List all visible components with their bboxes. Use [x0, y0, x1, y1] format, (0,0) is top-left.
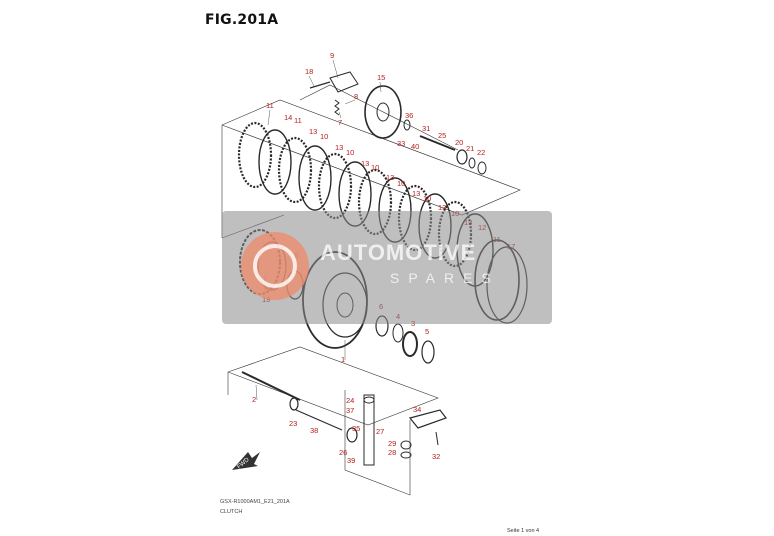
lower-box [344, 390, 411, 496]
callout: 5 [425, 327, 429, 336]
callout: 13 [361, 159, 369, 168]
callout: 18 [305, 67, 313, 76]
callout: 35 [352, 424, 360, 433]
callout: 38 [310, 426, 318, 435]
shaft-box [227, 346, 439, 426]
bolt [309, 81, 331, 89]
callout: 37 [346, 406, 354, 415]
callout: 1 [341, 355, 345, 364]
washer [403, 119, 411, 131]
callout: 10 [397, 179, 405, 188]
bolt [435, 431, 439, 446]
thrust-washer [421, 340, 435, 364]
clutch-spring [334, 99, 340, 116]
callout: 22 [477, 148, 485, 157]
callout: 31 [422, 124, 430, 133]
callout: 10 [320, 132, 328, 141]
page-number: Seite 1 von 4 [507, 528, 540, 534]
upper-plate-box [221, 99, 521, 216]
callout: 13 [309, 127, 317, 136]
callout: 33 [397, 139, 405, 148]
watermark-line1: AUTOMOTIVE [320, 240, 477, 265]
lifter-plate [329, 71, 359, 93]
callout: 8 [354, 92, 358, 101]
callout: 13 [412, 189, 420, 198]
steel-plate [298, 145, 332, 211]
callout: 28 [388, 448, 396, 457]
callout: 32 [432, 452, 440, 461]
callout: 34 [413, 405, 421, 414]
callout: 20 [455, 138, 463, 147]
release-group [241, 371, 447, 466]
callout: 26 [339, 448, 347, 457]
callout: 21 [466, 144, 474, 153]
watermark-band [222, 211, 552, 324]
figure-code: GSX-R1000AM1_E21_201A [220, 499, 290, 505]
callout: 9 [330, 51, 334, 60]
figure-title: FIG.201A [205, 12, 279, 28]
release-arm [408, 409, 447, 429]
callout: 7 [338, 118, 342, 127]
callout: 39 [347, 456, 355, 465]
callout: 14 [284, 113, 292, 122]
callout: 36 [405, 111, 413, 120]
thrust-bearing [402, 331, 418, 357]
watermark-line2: SPARES [390, 270, 500, 286]
friction-plate [277, 136, 313, 204]
callout: 23 [289, 419, 297, 428]
callout: 15 [377, 73, 385, 82]
callout: 13 [335, 143, 343, 152]
bearing [346, 427, 358, 443]
callout: 27 [376, 427, 384, 436]
push-rod-pin [295, 409, 343, 431]
release-shaft [363, 394, 375, 466]
callout: 11 [294, 116, 302, 125]
callout: 13 [438, 203, 446, 212]
pressure-plate-group [309, 71, 487, 175]
callout: 11 [266, 101, 274, 110]
callout-labels: 18 9 15 8 7 36 31 25 33 40 20 21 22 11 1… [236, 51, 515, 470]
callout: 13 [386, 173, 394, 182]
steel-plate [258, 129, 292, 195]
callout: 29 [388, 439, 396, 448]
seal [400, 440, 412, 450]
push-rod [419, 135, 456, 151]
leader-lines [255, 59, 382, 401]
pressure-plate [364, 85, 402, 139]
callout: 40 [411, 142, 419, 151]
callout: 25 [438, 131, 446, 140]
callout: 2 [252, 395, 256, 404]
bearing [456, 149, 468, 165]
washer [400, 451, 412, 459]
callout: 24 [346, 396, 354, 405]
spacer [392, 323, 404, 343]
callout: 10 [371, 163, 379, 172]
friction-plate [317, 152, 353, 220]
oil-seal [289, 397, 299, 411]
callout: 10 [346, 148, 354, 157]
clutch-push-rod [241, 371, 301, 401]
friction-plate [237, 121, 273, 189]
figure-name: CLUTCH [220, 509, 243, 515]
callout: 10 [423, 194, 431, 203]
watermark [222, 211, 552, 324]
watermark-logo [241, 232, 309, 300]
fwd-arrow [232, 452, 260, 470]
